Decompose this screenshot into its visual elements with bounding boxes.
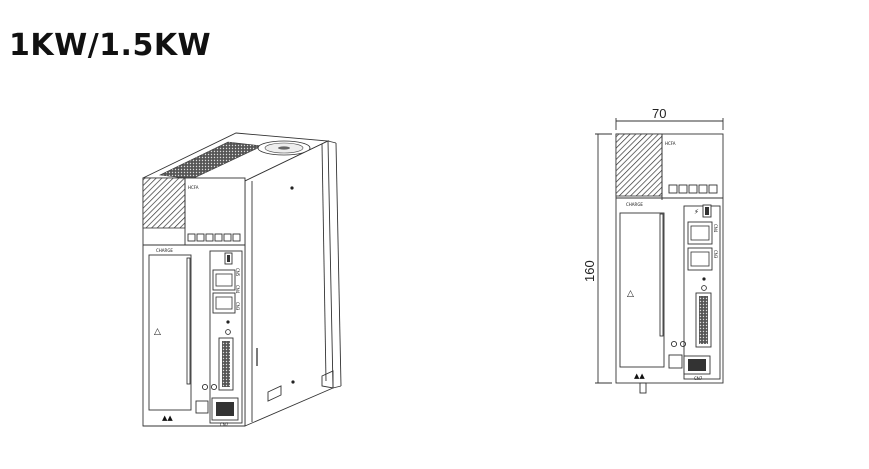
front-view-ethernet (687, 221, 713, 271)
svg-text:CN7: CN7 (694, 376, 703, 381)
page-title: 1KW/1.5KW (9, 28, 212, 63)
front-view-warning-icons: ▲▲ (634, 372, 645, 380)
front-view-io-connector (695, 292, 712, 348)
width-dimension: 70 (615, 106, 724, 130)
cn7-connector: CN7 (211, 397, 239, 427)
width-dimension-label: 70 (652, 106, 666, 121)
height-dimension: 160 (582, 133, 612, 384)
svg-text:CN4: CN4 (713, 224, 718, 233)
brand-label: HCFA (188, 185, 199, 190)
front-view-charge: CHARGE (626, 202, 643, 207)
front-view: HCFA CHARGE △ ⚡ (582, 106, 724, 394)
front-view-usb: ⚡ (694, 204, 712, 218)
svg-text:△: △ (154, 327, 161, 337)
charge-label: CHARGE (156, 248, 173, 253)
front-view-cn7: CN7 (683, 355, 711, 381)
height-dimension-label: 160 (582, 260, 597, 282)
front-view-cover (619, 212, 665, 368)
io-connector (218, 337, 234, 391)
ethernet-ports (212, 269, 236, 314)
front-view-hatched-panel (615, 133, 663, 197)
port-labels: CN5 CN4 CN3 CN4 CN3 (235, 224, 718, 311)
hatched-panel (142, 177, 186, 229)
svg-text:CN5: CN5 (235, 268, 240, 277)
button-row (187, 233, 241, 242)
terminal-cover (148, 254, 192, 411)
svg-text:CN4: CN4 (235, 285, 240, 294)
front-view-button-row (668, 184, 718, 194)
side-face (244, 140, 334, 427)
isometric-view: HCFA CHARGE △ (142, 132, 342, 427)
svg-text:⚡: ⚡ (694, 208, 699, 216)
front-view-brand: HCFA (665, 141, 676, 146)
svg-text:CN3: CN3 (235, 302, 240, 311)
fan-icon (257, 140, 311, 156)
svg-text:CN3: CN3 (713, 250, 718, 259)
svg-text:△: △ (627, 289, 634, 299)
usb-port (224, 252, 233, 265)
svg-text:CN7: CN7 (220, 422, 229, 427)
warning-icons: ▲▲ (162, 414, 173, 422)
